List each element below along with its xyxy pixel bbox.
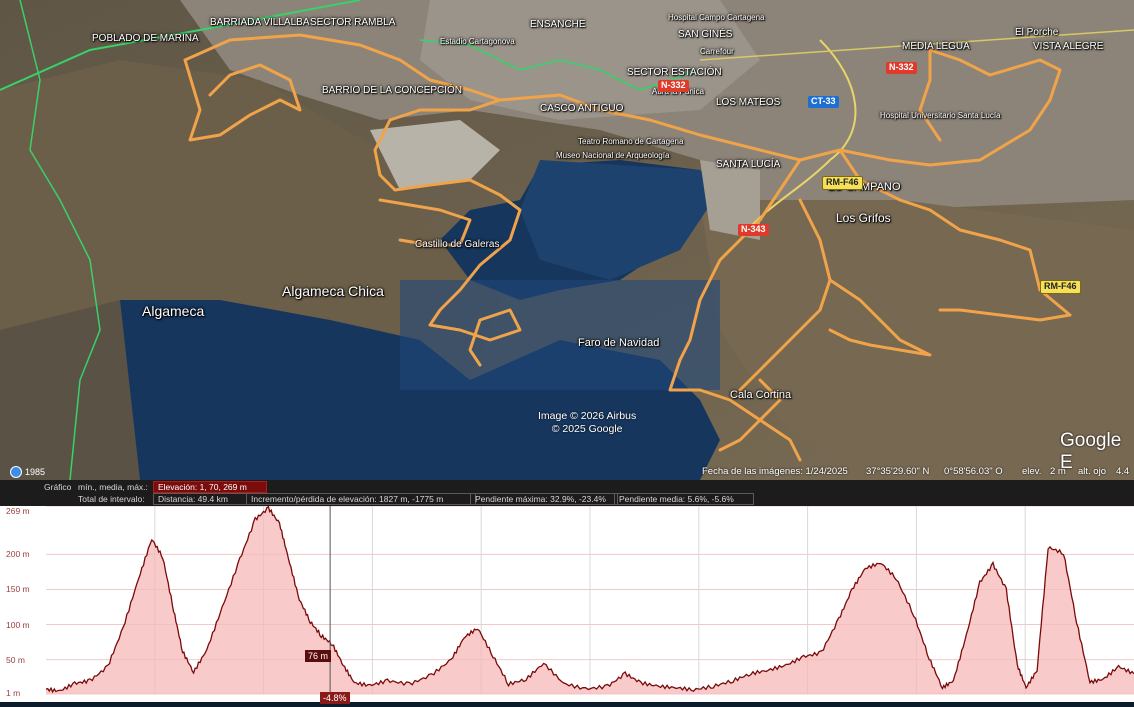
label-sector-estacion: SECTOR ESTACIÓN	[627, 67, 722, 78]
y-tick-label: 200 m	[6, 549, 30, 560]
label-faro-navidad: Faro de Navidad	[578, 337, 660, 349]
road-rmf46-a: RM-F46	[822, 176, 863, 190]
historical-year: 1985	[25, 467, 46, 477]
y-tick-label: 100 m	[6, 619, 30, 630]
label-algameca: Algameca	[142, 303, 205, 319]
label-santa-lucia: SANTA LUCÍA	[716, 159, 781, 170]
label-ensanche: ENSANCHE	[530, 19, 586, 30]
historical-imagery-badge[interactable]: 1985	[10, 466, 45, 478]
road-n332-a: N-332	[658, 80, 689, 92]
elevation-chart-svg	[45, 505, 1134, 695]
distance-stat: Distancia: 49.4 km	[153, 493, 247, 505]
label-museo: Museo Nacional de Arqueología	[556, 151, 670, 160]
label-hospital-santa-lucia: Hospital Universitario Santa Lucía	[880, 111, 1001, 120]
road-rmf46-b: RM-F46	[1040, 280, 1081, 294]
label-castillo-galeras: Castillo de Galeras	[415, 239, 500, 250]
google-earth-logo: Google E	[1060, 430, 1122, 473]
imagery-date: Fecha de las imágenes: 1/24/2025	[702, 466, 848, 477]
longitude: 0°58'56.03" O	[944, 466, 1003, 477]
grafico-label: Gráfico	[44, 482, 72, 492]
label-carrefour: Carrefour	[700, 47, 734, 56]
y-tick-label: 269 m	[6, 506, 30, 516]
elevation-value: 2 m	[1050, 466, 1066, 477]
label-cala-cortina: Cala Cortina	[730, 389, 792, 401]
label-media-legua: MEDIA LEGUA	[902, 41, 970, 52]
road-n332-b: N-332	[886, 62, 917, 74]
label-los-mateos: LOS MATEOS	[716, 97, 781, 108]
elevation-chart[interactable]: 269 m 200 m 150 m 100 m 50 m 1 m 76 m -4.8%	[0, 505, 1134, 704]
elevation-stats[interactable]: Elevación: 1, 70, 269 m	[153, 481, 267, 493]
clock-icon	[10, 466, 22, 478]
elevation-line	[45, 505, 1134, 694]
cursor-elevation-label: 76 m	[305, 650, 332, 662]
label-lo-campano: LO CAMPANO	[828, 181, 901, 193]
latitude: 37°35'29.60" N	[866, 466, 930, 477]
y-tick-label: 1 m	[6, 688, 21, 698]
y-tick-label: 150 m	[6, 584, 30, 595]
eye-alt-label: alt. ojo	[1078, 466, 1106, 477]
gain-loss-stat: Incremento/pérdida de elevación: 1827 m,…	[246, 493, 476, 505]
min-med-max-label: mín., media, máx.:	[78, 482, 148, 492]
y-tick-label: 50 m	[6, 654, 25, 665]
imagery-attribution: Image © 2026 Airbus © 2025 Google	[538, 410, 637, 435]
label-sector-rambla: SECTOR RAMBLA	[310, 17, 396, 28]
label-teatro-romano: Teatro Romano de Cartagena	[578, 137, 684, 146]
label-barriada-villalba: BARRIADA VILLALBA	[210, 17, 310, 28]
road-n343: N-343	[738, 224, 769, 236]
eye-alt-value: 4.4	[1116, 466, 1130, 477]
label-casco-antiguo: CASCO ANTIGUO	[540, 103, 624, 114]
map-view[interactable]: POBLADO DE MARINA BARRIADA VILLALBA SECT…	[0, 0, 1134, 480]
label-estadio: Estadio Cartagonova	[440, 37, 515, 46]
road-ct33: CT-33	[808, 96, 839, 108]
avg-slope-stat: Pendiente media: 5.6%, -5.6%	[614, 493, 754, 505]
cursor-slope-label: -4.8%	[320, 692, 350, 704]
label-poblado-marina: POBLADO DE MARINA	[92, 33, 199, 44]
label-hospital-campo: Hospital Campo Cartagena	[668, 13, 765, 22]
map-imagery	[0, 0, 1134, 480]
elevation-profile-panel[interactable]: Gráfico mín., media, máx.: Elevación: 1,…	[0, 480, 1134, 704]
label-el-porche: El Porche	[1015, 27, 1059, 38]
label-san-gines: SAN GINÉS	[678, 29, 733, 40]
label-los-grifos: Los Grifos	[836, 211, 891, 225]
elevation-area	[46, 506, 1134, 694]
total-interval-label: Total de intervalo:	[78, 494, 145, 504]
elevation-header: Gráfico mín., media, máx.: Elevación: 1,…	[0, 480, 1134, 506]
max-slope-stat: Pendiente máxima: 32.9%, -23.4%	[470, 493, 618, 505]
elevation-label: elev.	[1022, 466, 1042, 477]
label-vista-alegre: VISTA ALEGRE	[1033, 41, 1104, 52]
label-algameca-chica: Algameca Chica	[282, 283, 384, 299]
label-barrio-concepcion: BARRIO DE LA CONCEPCIÓN	[322, 85, 463, 96]
map-status-bar: Fecha de las imágenes: 1/24/2025 37°35'2…	[0, 461, 1134, 480]
